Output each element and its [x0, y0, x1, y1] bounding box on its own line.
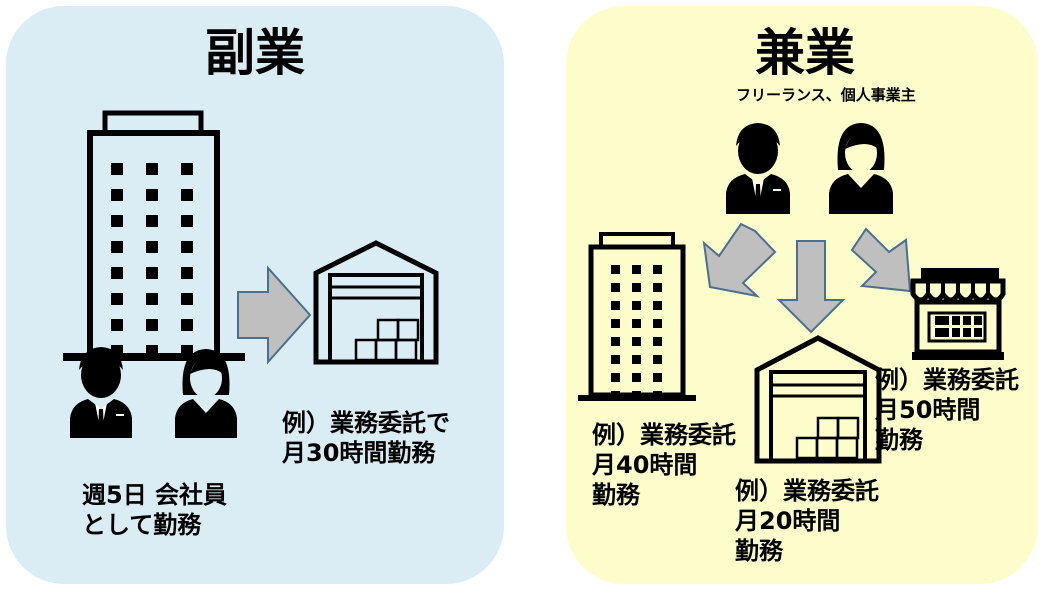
- warehouse-caption: 例）業務委託で 月30時間勤務: [282, 409, 450, 467]
- down-arrow-icon: [776, 240, 846, 334]
- businessman-icon: [70, 347, 132, 438]
- warehouse-icon: [313, 240, 439, 365]
- office-building-icon: [63, 110, 245, 361]
- down-left-arrow-icon: [702, 222, 777, 298]
- warehouse-caption-right: 例）業務委託 月20時間 勤務: [735, 477, 879, 565]
- businesswoman-icon: [829, 123, 893, 214]
- shop-icon: [910, 268, 1006, 360]
- concurrent-job-title: 兼業: [755, 24, 855, 82]
- building-caption: 例）業務委託 月40時間 勤務: [592, 421, 736, 509]
- warehouse-icon: [754, 335, 882, 464]
- businessman-icon: [726, 123, 790, 214]
- office-building-icon: [578, 232, 696, 401]
- freelance-subtitle: フリーランス、個人事業主: [736, 86, 916, 104]
- employee-caption: 週5日 会社員 として勤務: [82, 481, 228, 539]
- shop-caption: 例）業務委託 月50時間 勤務: [875, 366, 1019, 454]
- businesswoman-icon: [175, 349, 237, 438]
- down-right-arrow-icon: [850, 227, 912, 293]
- side-job-title: 副業: [205, 24, 305, 82]
- right-arrow-icon: [237, 265, 312, 365]
